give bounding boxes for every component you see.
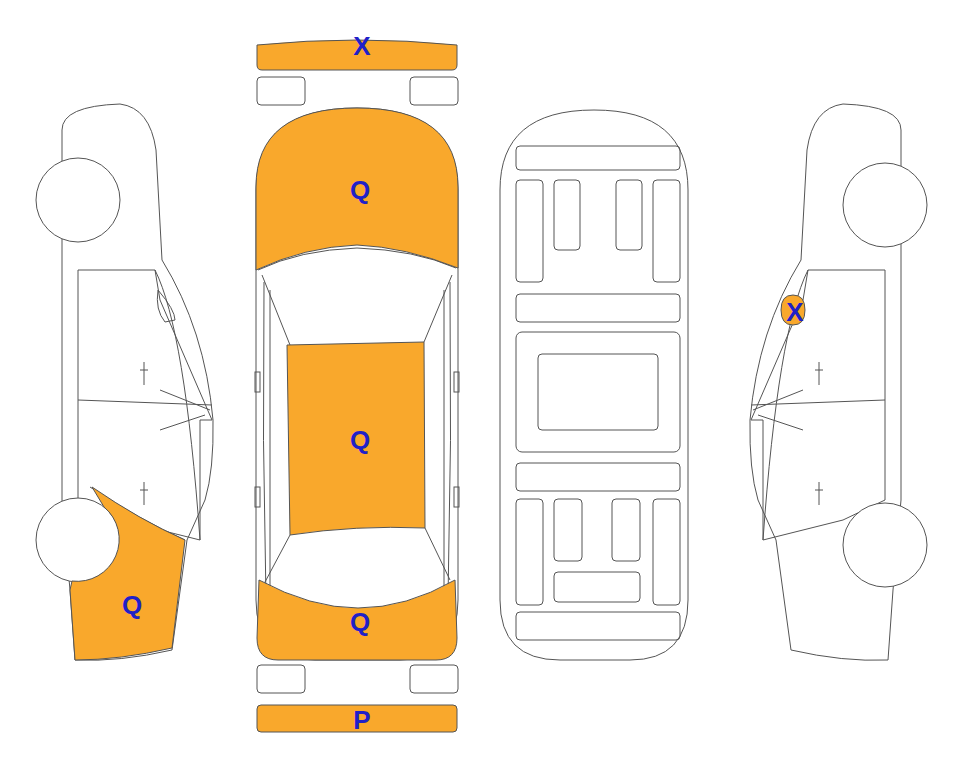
damage-fill — [257, 705, 457, 732]
left-side-view — [36, 104, 213, 660]
damage-code: X — [786, 299, 803, 325]
underside-view — [500, 110, 688, 660]
damage-fill — [70, 487, 185, 660]
damage-code: Q — [350, 609, 370, 635]
damage-code: Q — [122, 592, 142, 618]
trunk-panel: Q — [256, 578, 458, 662]
damage-code: X — [353, 33, 370, 59]
door-spot: X — [780, 294, 806, 326]
right-side-view — [750, 104, 927, 660]
roof-panel: Q — [286, 341, 427, 537]
hood-panel: Q — [255, 107, 459, 272]
damage-fill — [781, 295, 805, 325]
rear-bumper-panel: P — [256, 704, 458, 733]
damage-fill — [257, 580, 457, 660]
top-view — [255, 108, 459, 660]
front-bumper-panel: X — [256, 37, 458, 71]
damage-code: Q — [350, 427, 370, 453]
lamp-boxes — [257, 77, 458, 693]
damage-fill — [256, 108, 458, 270]
damage-code: Q — [350, 177, 370, 203]
damage-fill — [287, 342, 425, 535]
damage-code: P — [353, 707, 370, 733]
